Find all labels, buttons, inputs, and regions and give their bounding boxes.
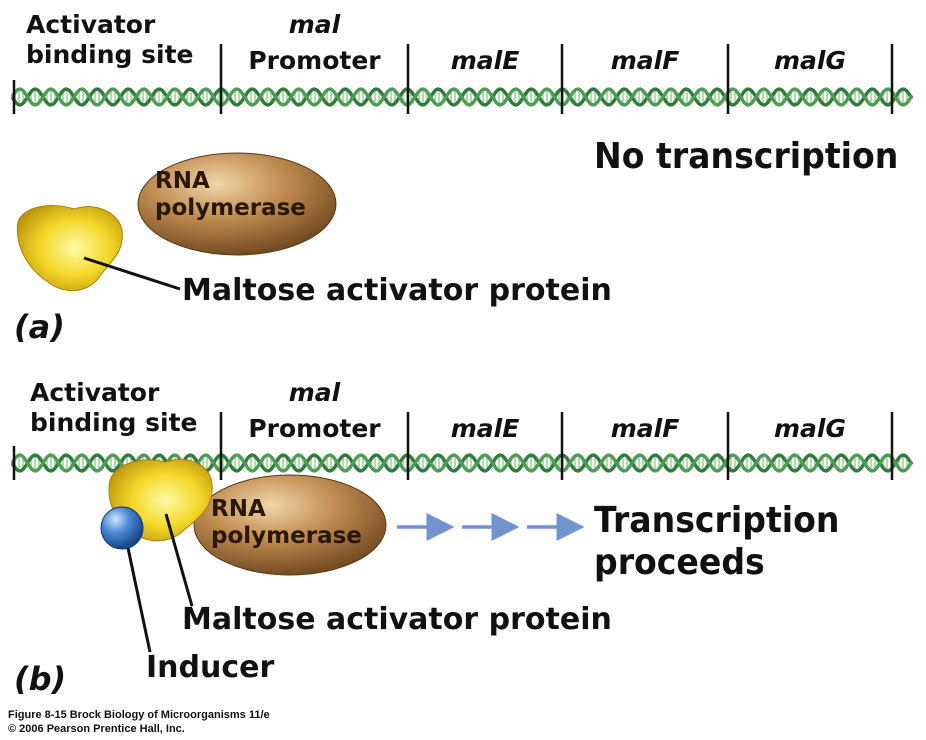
maltose-activator-protein-a: [16, 205, 123, 292]
transcription-proceeds-label: Transcription proceeds: [594, 500, 839, 584]
activator-binding-site-line1-b: Activator: [30, 378, 160, 407]
activator-binding-site-label-a: Activator binding site: [26, 10, 193, 70]
mal-label-b: mal: [288, 378, 341, 407]
malE-label-b: malE: [450, 414, 520, 443]
promoter-label-a: Promoter: [248, 46, 381, 75]
activator-binding-site-label-b: Activator binding site: [30, 378, 197, 438]
rna-polymerase-line1-b: RNA: [211, 496, 266, 522]
malF-label-a: malF: [610, 46, 680, 75]
inducer-label: Inducer: [146, 650, 275, 685]
inducer-molecule: [100, 506, 144, 550]
activator-binding-site-line1-a: Activator: [26, 10, 156, 39]
maltose-activator-protein-label-b: Maltose activator protein: [182, 602, 612, 637]
dna-strand-a-s2: [10, 87, 914, 107]
promoter-label-b: Promoter: [248, 414, 381, 443]
malE-label-a: malE: [450, 46, 520, 75]
mal-label-a: mal: [288, 10, 341, 39]
maltose-activator-protein-label-a: Maltose activator protein: [182, 273, 612, 308]
panel-label-b: (b): [14, 660, 67, 698]
rna-polymerase-line2-a: polymerase: [155, 195, 306, 221]
rna-polymerase-label-b: RNA polymerase: [211, 496, 362, 550]
malG-label-b: malG: [773, 414, 846, 443]
rna-polymerase-a: [137, 152, 337, 256]
segment-dividers-a: [12, 44, 894, 114]
activator-pointer-line-b: [164, 513, 194, 607]
figure-credit-line1: Figure 8-15 Brock Biology of Microorgani…: [8, 709, 270, 721]
transcription-proceeds-line2: proceeds: [594, 542, 765, 583]
figure-credit-line2: © 2006 Pearson Prentice Hall, Inc.: [8, 723, 185, 735]
rna-polymerase-line1-a: RNA: [155, 168, 210, 194]
activator-binding-site-line2-b: binding site: [30, 408, 198, 437]
activator-binding-site-line2-a: binding site: [26, 40, 194, 69]
no-transcription-label: No transcription: [594, 136, 899, 177]
figure-credit: Figure 8-15 Brock Biology of Microorgani…: [8, 708, 270, 736]
rna-polymerase-line2-b: polymerase: [211, 523, 362, 549]
segment-dividers-b: [12, 412, 894, 480]
activator-pointer-line-a: [83, 256, 181, 291]
malG-label-a: malG: [773, 46, 846, 75]
transcription-proceeds-line1: Transcription: [594, 500, 840, 541]
panel-label-a: (a): [14, 308, 65, 346]
rna-polymerase-b: [193, 474, 387, 576]
rna-polymerase-label-a: RNA polymerase: [155, 168, 306, 222]
dna-helix-a: [10, 87, 914, 107]
malF-label-b: malF: [610, 414, 680, 443]
inducer-pointer-line: [126, 547, 152, 653]
